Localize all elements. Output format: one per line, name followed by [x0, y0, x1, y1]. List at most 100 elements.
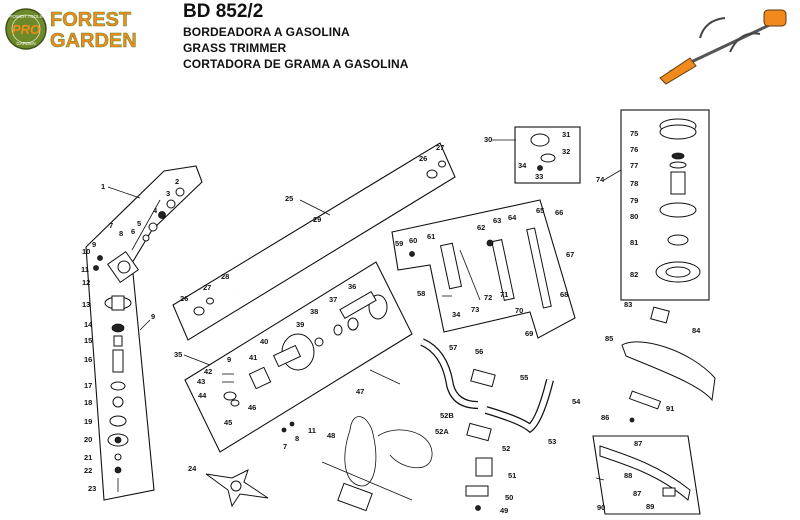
part-35-clutch-group	[184, 261, 413, 453]
part-number-labels: 1 2 3 4 5 6 7 8 9 10 11 12 13 9 14 15 16…	[81, 129, 701, 515]
part-47-screw	[369, 369, 401, 385]
label-48: 48	[327, 431, 335, 440]
label-60: 60	[409, 236, 417, 245]
label-31: 31	[562, 130, 570, 139]
label-73: 73	[471, 305, 479, 314]
label-13: 13	[82, 300, 90, 309]
label-23: 23	[88, 484, 96, 493]
label-87b: 87	[633, 489, 641, 498]
label-12: 12	[82, 278, 90, 287]
label-15: 15	[84, 336, 92, 345]
label-59: 59	[395, 239, 403, 248]
label-39: 39	[296, 320, 304, 329]
label-54: 54	[572, 397, 581, 406]
label-52: 52	[502, 444, 510, 453]
forest-garden-logo: POWER TOOLS PRO GARDEN FOREST GARDEN	[5, 8, 137, 52]
label-69: 69	[525, 329, 533, 338]
label-34: 34	[518, 161, 527, 170]
label-22: 22	[84, 466, 92, 475]
label-27b: 27	[436, 143, 444, 152]
label-9c: 9	[227, 355, 231, 364]
label-11: 11	[81, 265, 89, 274]
label-74: 74	[596, 175, 605, 184]
part-25-shaft-tube	[172, 142, 456, 341]
logo-badge-text: PRO	[12, 22, 40, 37]
label-82: 82	[630, 270, 638, 279]
label-28: 28	[221, 272, 229, 281]
part-90-line-guard-group	[592, 435, 701, 515]
handle-parts	[420, 338, 554, 511]
label-86: 86	[601, 413, 609, 422]
label-62: 62	[477, 223, 485, 232]
label-7: 7	[109, 221, 113, 230]
label-68: 68	[560, 290, 568, 299]
label-11b: 11	[308, 426, 316, 435]
label-4: 4	[153, 206, 158, 215]
label-20: 20	[84, 435, 92, 444]
label-40: 40	[260, 337, 268, 346]
label-21: 21	[84, 453, 92, 462]
svg-text:GARDEN: GARDEN	[16, 41, 35, 46]
label-29: 29	[313, 215, 321, 224]
label-89: 89	[646, 502, 654, 511]
label-14: 14	[84, 320, 93, 329]
part-74-trimmer-head-group	[620, 109, 710, 301]
label-7b: 7	[283, 442, 287, 451]
label-36: 36	[348, 282, 356, 291]
label-61: 61	[427, 232, 435, 241]
label-65: 65	[536, 206, 544, 215]
label-52a: 52A	[435, 427, 449, 436]
label-72: 72	[484, 293, 492, 302]
label-42: 42	[204, 367, 212, 376]
part-48-harness-strap	[321, 416, 433, 512]
label-49: 49	[500, 506, 508, 515]
label-90: 90	[597, 503, 605, 512]
label-43: 43	[197, 377, 205, 386]
label-56: 56	[475, 347, 483, 356]
label-66: 66	[555, 208, 563, 217]
label-34b: 34	[452, 310, 461, 319]
label-52b: 52B	[440, 411, 454, 420]
label-78: 78	[630, 179, 638, 188]
label-45: 45	[224, 418, 232, 427]
label-63: 63	[493, 216, 501, 225]
label-35: 35	[174, 350, 182, 359]
title-portuguese: BORDEADORA A GASOLINA	[183, 25, 350, 39]
label-38: 38	[310, 307, 318, 316]
label-26b: 26	[419, 154, 427, 163]
label-75: 75	[630, 129, 638, 138]
label-30: 30	[484, 135, 492, 144]
title-brazilian: CORTADORA DE GRAMA A GASOLINA	[183, 57, 409, 71]
label-87: 87	[634, 439, 642, 448]
label-57: 57	[449, 343, 457, 352]
label-58: 58	[417, 289, 425, 298]
label-18: 18	[84, 398, 92, 407]
part-58-throttle-handle-group	[391, 199, 576, 339]
label-46: 46	[248, 403, 256, 412]
part-24-blade	[205, 469, 269, 508]
part-83-85-91-shield-group	[621, 306, 716, 423]
logo-name-line1: FOREST	[50, 9, 131, 31]
label-9b: 9	[151, 312, 155, 321]
label-8: 8	[119, 229, 123, 238]
label-26: 26	[180, 294, 188, 303]
label-50: 50	[505, 493, 513, 502]
label-76: 76	[630, 145, 638, 154]
leader-lines	[107, 139, 622, 481]
label-8b: 8	[295, 434, 299, 443]
label-3: 3	[166, 189, 170, 198]
label-25: 25	[285, 194, 293, 203]
label-6: 6	[131, 227, 135, 236]
label-37: 37	[329, 295, 337, 304]
label-16: 16	[84, 355, 92, 364]
label-44: 44	[198, 391, 207, 400]
svg-text:POWER TOOLS: POWER TOOLS	[9, 14, 42, 19]
label-2: 2	[175, 177, 179, 186]
label-47: 47	[356, 387, 364, 396]
label-27: 27	[203, 283, 211, 292]
label-51: 51	[508, 471, 516, 480]
label-91: 91	[666, 404, 674, 413]
label-67: 67	[566, 250, 574, 259]
label-84: 84	[692, 326, 701, 335]
